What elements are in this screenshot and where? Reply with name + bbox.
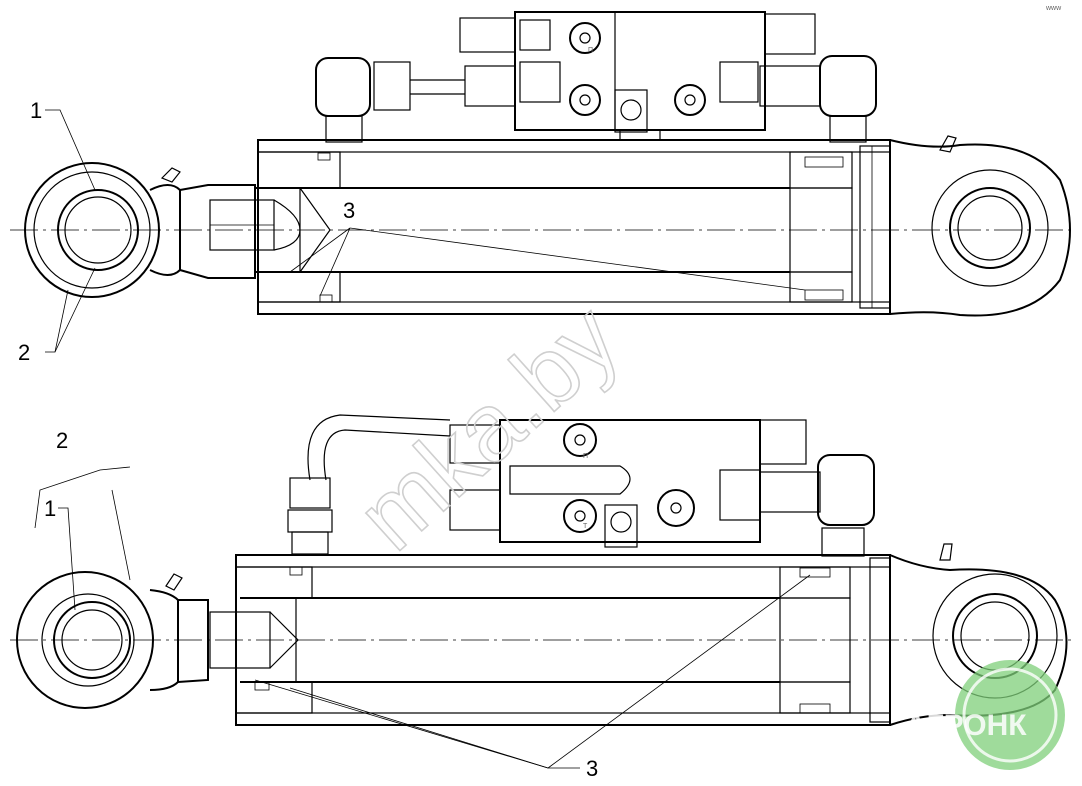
bottom-port-t-label: Т [583,523,588,530]
bottom-port-p-label: П [583,453,588,460]
corner-mark: www [1045,5,1062,12]
top-cylinder-assembly: 1 2 3 [10,11,1075,365]
top-callout-2: 2 [18,340,30,365]
top-right-eye [889,135,1071,317]
logo-text: АГРОНК [905,709,1027,742]
bottom-callout-3: 3 [586,756,598,781]
watermark-text: mka.by [337,284,639,571]
top-callout-3: 3 [343,198,355,223]
bottom-callout-1: 1 [44,496,56,521]
bottom-leaders [34,466,811,769]
top-barrel [257,139,891,315]
top-valve-block [315,11,877,143]
top-port-label: П [588,47,593,54]
top-callout-1: 1 [30,98,42,123]
bottom-cylinder-assembly: 2 1 3 [10,414,1075,781]
top-leaders [45,109,806,353]
top-piston-rod [179,184,790,279]
agronk-logo: АГРОНК [905,660,1065,770]
bottom-valve-block [287,414,875,557]
bottom-callout-2: 2 [56,428,68,453]
